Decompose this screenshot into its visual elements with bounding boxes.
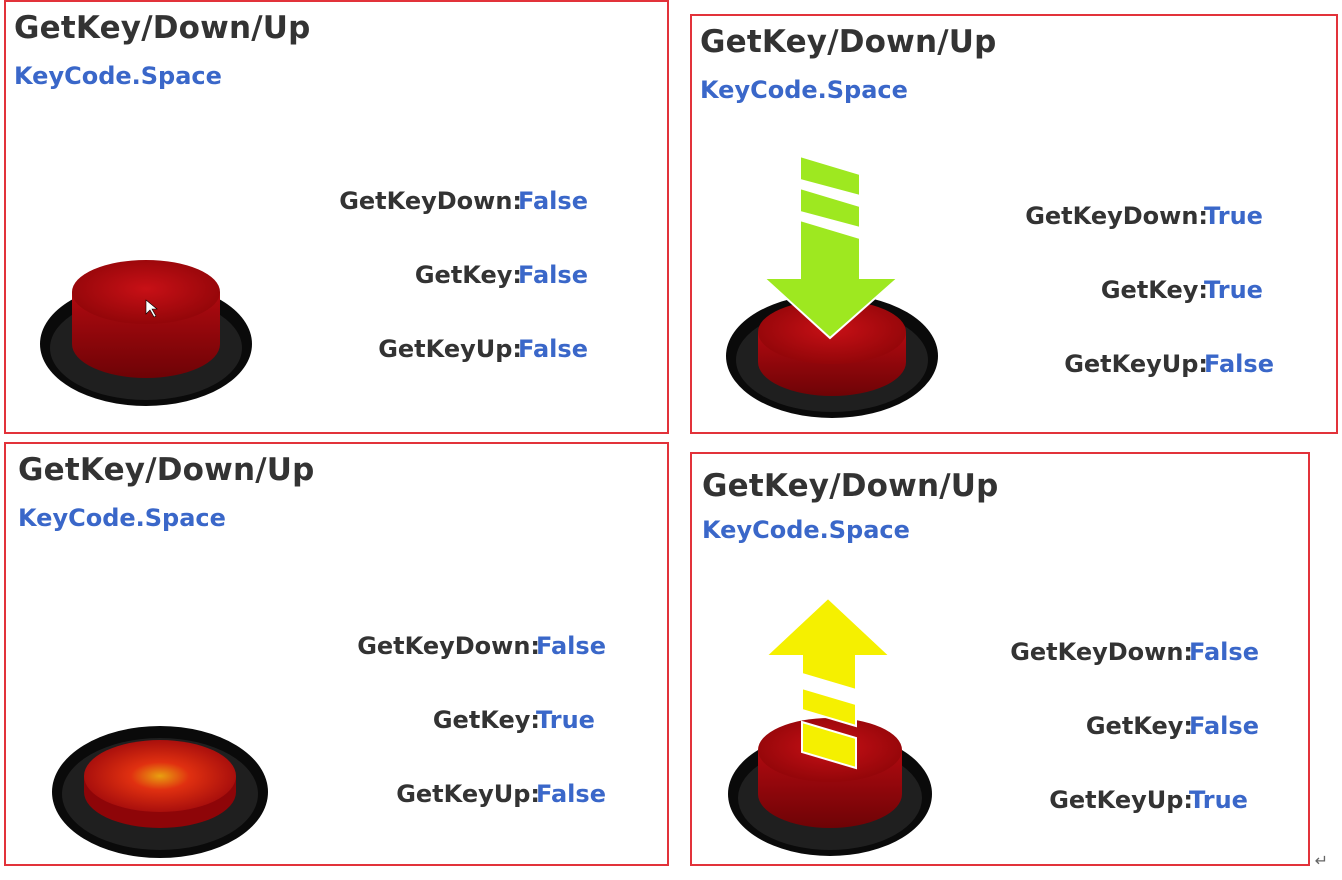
status-value: False — [518, 335, 588, 363]
panel-subtitle: KeyCode.Space — [18, 504, 226, 532]
button-release-up-arrow-icon — [728, 596, 932, 856]
status-row-getkey: GetKey: True — [324, 706, 654, 740]
red-button-idle-icon — [40, 260, 252, 406]
status-value: False — [518, 261, 588, 289]
status-value: True — [1204, 276, 1263, 304]
panel-title: GetKey/Down/Up — [18, 452, 315, 488]
status-label: GetKeyUp: — [396, 780, 540, 808]
panel-idle: GetKey/Down/Up KeyCode.Space GetKeyDown:… — [4, 0, 669, 434]
status-row-getkeyup: GetKeyUp: False — [324, 780, 654, 814]
status-label: GetKey: — [1100, 276, 1208, 304]
status-row-getkey: GetKey: True — [992, 276, 1322, 310]
panel-title: GetKey/Down/Up — [14, 10, 311, 46]
status-label: GetKey: — [432, 706, 540, 734]
panel-subtitle: KeyCode.Space — [700, 76, 908, 104]
status-row-getkeyup: GetKeyUp: True — [977, 786, 1307, 820]
panel-title: GetKey/Down/Up — [700, 24, 997, 60]
status-label: GetKey: — [1085, 712, 1193, 740]
status-label: GetKeyUp: — [1049, 786, 1193, 814]
status-label: GetKeyUp: — [1064, 350, 1208, 378]
status-row-getkeydown: GetKeyDown: False — [306, 187, 636, 221]
panel-subtitle: KeyCode.Space — [14, 62, 222, 90]
paragraph-return-mark: ↵ — [1314, 851, 1328, 870]
red-button-held-icon — [52, 726, 268, 858]
status-label: GetKey: — [414, 261, 522, 289]
status-value: True — [536, 706, 595, 734]
button-press-down-arrow-icon — [726, 156, 938, 418]
status-label: GetKeyDown: — [339, 187, 522, 215]
status-label: GetKeyDown: — [357, 632, 540, 660]
panel-key-down: GetKey/Down/Up KeyCode.Space GetKeyDown:… — [690, 14, 1338, 434]
status-row-getkeydown: GetKeyDown: False — [977, 638, 1307, 672]
status-label: GetKeyDown: — [1025, 202, 1208, 230]
key-status-list: GetKeyDown: False GetKey: False GetKeyUp… — [306, 187, 636, 387]
status-value: False — [1204, 350, 1274, 378]
status-label: GetKeyDown: — [1010, 638, 1193, 666]
panel-key-held: GetKey/Down/Up KeyCode.Space GetKeyDown:… — [4, 442, 669, 866]
status-value: True — [1204, 202, 1263, 230]
key-status-list: GetKeyDown: False GetKey: False GetKeyUp… — [977, 638, 1307, 838]
status-row-getkeyup: GetKeyUp: False — [306, 335, 636, 369]
status-label: GetKeyUp: — [378, 335, 522, 363]
panel-title: GetKey/Down/Up — [702, 468, 999, 504]
status-row-getkey: GetKey: False — [306, 261, 636, 295]
key-status-list: GetKeyDown: True GetKey: True GetKeyUp: … — [992, 202, 1322, 402]
status-row-getkeyup: GetKeyUp: False — [992, 350, 1322, 384]
status-value: False — [536, 780, 606, 808]
status-row-getkey: GetKey: False — [977, 712, 1307, 746]
status-row-getkeydown: GetKeyDown: True — [992, 202, 1322, 236]
panel-key-up: GetKey/Down/Up KeyCode.Space GetKeyDown:… — [690, 452, 1310, 866]
status-value: False — [518, 187, 588, 215]
status-value: False — [536, 632, 606, 660]
panel-subtitle: KeyCode.Space — [702, 516, 910, 544]
key-status-list: GetKeyDown: False GetKey: True GetKeyUp:… — [324, 632, 654, 832]
status-value: False — [1189, 712, 1259, 740]
status-value: True — [1189, 786, 1248, 814]
status-value: False — [1189, 638, 1259, 666]
status-row-getkeydown: GetKeyDown: False — [324, 632, 654, 666]
